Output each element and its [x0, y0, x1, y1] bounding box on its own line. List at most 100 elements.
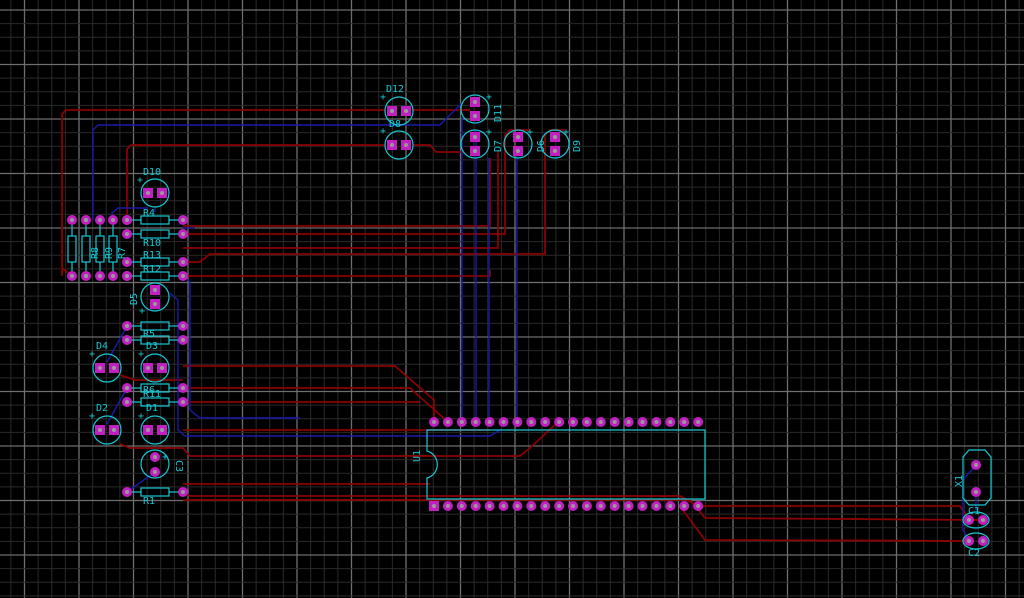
diode-outline [540, 129, 570, 159]
drill-hole [70, 218, 74, 222]
drill-hole [557, 504, 562, 508]
drill-hole [626, 504, 631, 508]
top-copper-trace[interactable] [183, 150, 499, 249]
drill-hole [473, 149, 477, 153]
drill-hole [70, 274, 74, 278]
resistor-label-r11: R11 [143, 389, 161, 400]
drill-hole [487, 504, 492, 508]
drill-hole [404, 143, 408, 147]
drill-hole [473, 504, 478, 508]
top-copper-trace[interactable] [183, 158, 491, 227]
bottom-copper-trace[interactable] [182, 275, 300, 419]
drill-hole [181, 490, 185, 494]
diode-outline [460, 94, 490, 124]
diode-label-d9: D9 [572, 140, 583, 152]
drill-hole [473, 420, 478, 424]
drill-hole [473, 100, 477, 104]
diode-outline [140, 282, 170, 312]
drill-hole [543, 420, 548, 424]
drill-hole [515, 504, 520, 508]
drill-hole [668, 504, 673, 508]
drill-hole [125, 490, 129, 494]
capacitor-label-c2: C2 [968, 548, 980, 559]
bottom-copper-trace[interactable] [169, 292, 501, 437]
drill-hole [696, 420, 701, 424]
top-copper-trace[interactable] [679, 505, 970, 542]
drill-hole [967, 539, 971, 543]
polarity-plus-icon: + [89, 349, 95, 360]
drill-hole [459, 420, 464, 424]
resistor-label-r5: R5 [143, 329, 155, 340]
drill-hole [529, 420, 534, 424]
polarity-plus-icon: + [486, 127, 492, 138]
resistor-body [140, 257, 170, 267]
top-copper-trace[interactable] [119, 374, 183, 381]
bottom-copper-trace[interactable] [106, 387, 128, 425]
resistor-body [140, 487, 170, 497]
drill-hole [974, 463, 978, 467]
drill-hole [125, 386, 129, 390]
polarity-plus-icon: + [486, 92, 492, 103]
top-copper-trace[interactable] [413, 144, 462, 153]
drill-hole [153, 470, 157, 474]
polarity-plus-icon: + [137, 175, 143, 186]
drill-hole [181, 386, 185, 390]
drill-hole [125, 338, 129, 342]
drill-hole [654, 504, 659, 508]
resistor-body [140, 397, 170, 407]
drill-hole [98, 218, 102, 222]
drill-hole [974, 490, 978, 494]
diode-label-d1: D1 [146, 403, 158, 414]
top-copper-trace[interactable] [183, 270, 491, 277]
bottom-copper-trace[interactable] [126, 471, 156, 493]
top-copper-trace[interactable] [183, 129, 565, 263]
drill-hole [112, 428, 116, 432]
drill-hole [967, 518, 971, 522]
drill-hole [516, 135, 520, 139]
drill-hole [612, 504, 617, 508]
drill-hole [125, 260, 129, 264]
top-copper-trace[interactable] [182, 491, 970, 521]
drill-hole [473, 114, 477, 118]
bottom-copper-trace[interactable] [92, 102, 463, 220]
polarity-plus-icon: + [138, 349, 144, 360]
drill-hole [153, 455, 157, 459]
resistor-body [140, 321, 170, 331]
diode-outline [460, 129, 490, 159]
drill-hole [529, 504, 534, 508]
resistor-label-r6: R6 [143, 385, 155, 396]
top-copper-trace[interactable] [119, 421, 559, 457]
top-copper-trace[interactable] [183, 365, 435, 422]
drill-hole [487, 420, 492, 424]
drill-hole [153, 288, 157, 292]
drill-hole [125, 274, 129, 278]
resistor-body [140, 383, 170, 393]
crystal-outline [962, 449, 992, 506]
top-copper-trace[interactable] [183, 387, 449, 423]
drill-hole [543, 504, 548, 508]
drill-hole [584, 420, 589, 424]
drill-hole [390, 143, 394, 147]
drill-hole [445, 504, 450, 508]
diode-outline [92, 353, 122, 383]
diode-outline [140, 178, 170, 208]
drill-hole [515, 420, 520, 424]
resistor-body [140, 229, 170, 239]
bottom-copper-trace[interactable] [106, 325, 128, 363]
diode-label-d5: D5 [129, 293, 140, 305]
capacitor-outline [140, 449, 170, 479]
drill-hole [160, 191, 164, 195]
drill-hole [98, 366, 102, 370]
top-copper-trace[interactable] [126, 144, 385, 220]
drill-hole [445, 420, 450, 424]
resistor-body [95, 235, 105, 263]
drill-hole [153, 302, 157, 306]
top-copper-trace[interactable] [61, 109, 385, 276]
drill-hole [557, 420, 562, 424]
drill-hole [501, 420, 506, 424]
drill-hole [598, 420, 603, 424]
ic-outline [426, 429, 706, 500]
drill-hole [181, 218, 185, 222]
